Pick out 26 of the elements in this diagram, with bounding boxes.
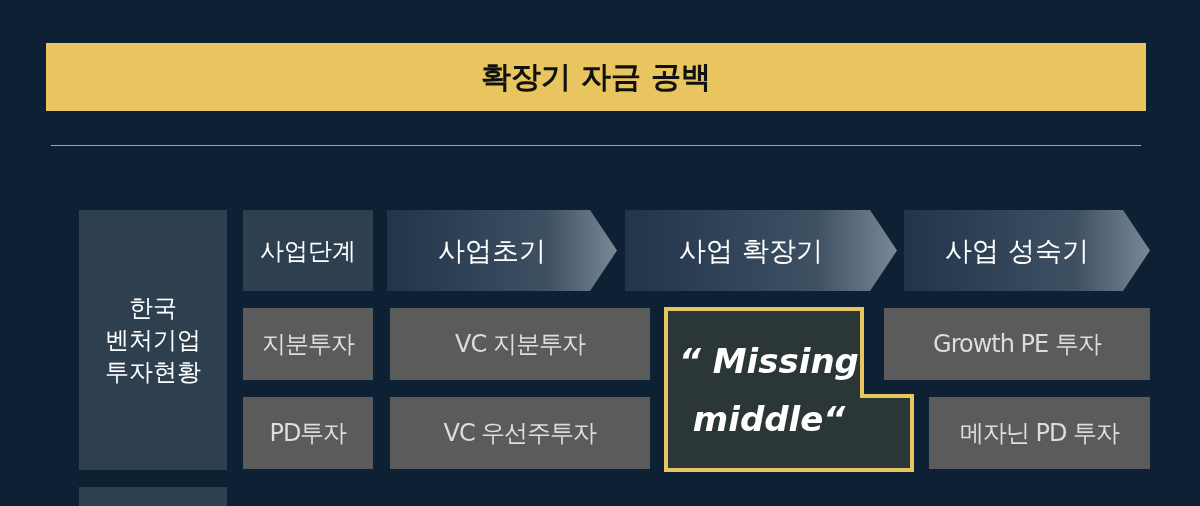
cell-text: 사업단계 — [260, 235, 356, 267]
cell-text: VC 우선주투자 — [443, 418, 597, 449]
stage-header-banner — [387, 210, 617, 291]
cell-text: 지분투자 — [262, 329, 354, 360]
table-cell — [390, 308, 650, 380]
stage-label: 사업초기 — [438, 233, 547, 268]
cell-text: VC 지분투자 — [455, 329, 585, 360]
table-cell — [243, 308, 373, 380]
header-box — [243, 210, 373, 291]
cell-text: PD투자 — [269, 418, 347, 449]
cell-text: 한국 벤처기업 투자현황 — [104, 293, 202, 388]
stage-label: 사업 확장기 — [679, 233, 824, 268]
cell-text: 메자닌 PD 투자 — [959, 418, 1120, 449]
stage-header-banner — [625, 210, 897, 291]
cell-text: “ Missing middle“ — [678, 339, 860, 441]
table-cell — [390, 397, 650, 469]
table-cell — [884, 308, 1150, 380]
row-header-box — [79, 210, 227, 470]
cell-text: Growth PE 투자 — [933, 329, 1101, 360]
highlight-callout — [664, 307, 914, 472]
title-text: 확장기 자금 공백 — [480, 57, 712, 96]
table-cell — [243, 397, 373, 469]
table-cell — [929, 397, 1150, 469]
stage-header-banner — [904, 210, 1150, 291]
stage-label: 사업 성숙기 — [945, 233, 1090, 268]
empty-box — [79, 487, 227, 506]
